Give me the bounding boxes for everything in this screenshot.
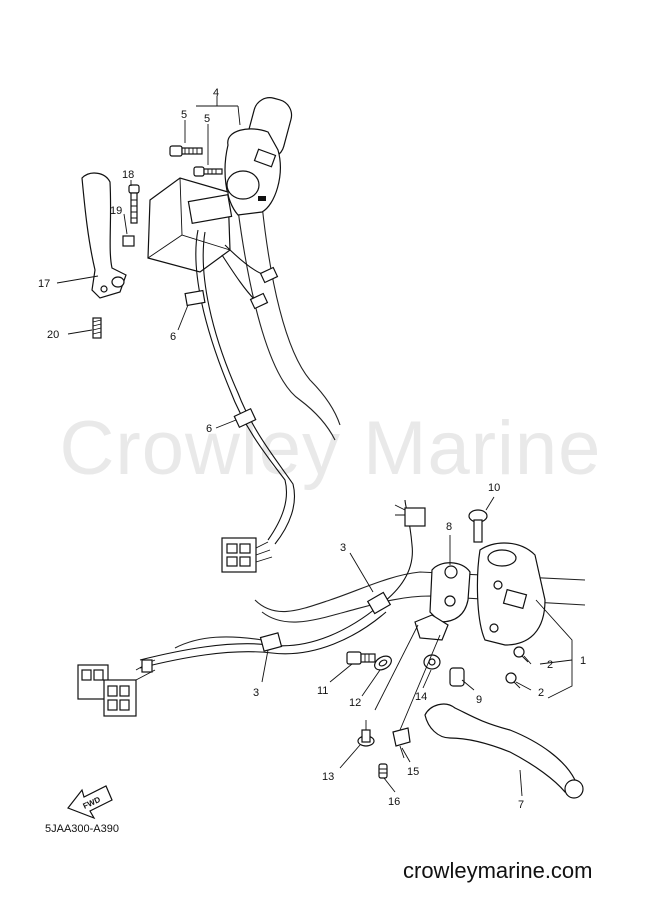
callout-7: 7 — [518, 799, 524, 811]
front-brake-lever — [424, 703, 584, 799]
bolt-11 — [346, 651, 376, 665]
screw-16 — [378, 763, 388, 779]
diagram-code: 5JAA300-A390 — [45, 823, 119, 835]
callout-10: 10 — [488, 482, 500, 494]
upper-harness-connector — [221, 537, 273, 573]
screw-5a — [169, 145, 203, 157]
screw-2a — [513, 646, 529, 663]
lever-bracket — [414, 562, 471, 641]
washer-12 — [374, 655, 392, 671]
right-switch-housing — [224, 97, 293, 216]
spring-20 — [92, 317, 102, 339]
callout-labels: 4 5 5 18 19 17 20 6 6 10 8 3 1 2 2 3 11 … — [38, 87, 586, 811]
leader-lines — [56, 96, 573, 797]
callout-6a: 6 — [170, 331, 176, 343]
switch-15 — [392, 727, 411, 759]
upper-connector-box — [147, 177, 233, 273]
callout-5b: 5 — [204, 113, 210, 125]
callout-14: 14 — [415, 691, 427, 703]
callout-11: 11 — [317, 685, 328, 697]
bolt-18 — [128, 184, 140, 224]
callout-8: 8 — [446, 521, 452, 533]
bolt-13 — [357, 720, 375, 747]
callout-4: 4 — [213, 87, 219, 99]
callout-12: 12 — [349, 697, 361, 709]
screw-2b — [505, 672, 521, 689]
callout-13: 13 — [322, 771, 334, 783]
callout-17: 17 — [38, 278, 50, 290]
left-switch-housing — [476, 542, 546, 646]
callout-5a: 5 — [181, 109, 187, 121]
callout-18: 18 — [122, 169, 134, 181]
callout-20: 20 — [47, 329, 59, 341]
collar-9 — [449, 667, 465, 687]
callout-3b: 3 — [253, 687, 259, 699]
callout-2b: 2 — [538, 687, 544, 699]
callout-1: 1 — [580, 655, 586, 667]
callout-2a: 2 — [547, 659, 553, 671]
callout-9: 9 — [476, 694, 482, 706]
left-harness-connectors — [77, 659, 156, 717]
nut-19 — [122, 235, 135, 247]
watermark: Crowley Marine — [59, 406, 602, 491]
handlebar-upper — [237, 204, 341, 441]
callout-19: 19 — [110, 205, 122, 217]
screw-5b — [193, 166, 223, 177]
left-harness — [139, 499, 426, 669]
nut-14 — [423, 654, 441, 670]
upper-harness — [184, 229, 296, 545]
callout-16: 16 — [388, 796, 400, 808]
handlebar-lower — [174, 571, 586, 649]
bolt-10 — [468, 509, 488, 543]
callout-6b: 6 — [206, 423, 212, 435]
callout-3a: 3 — [340, 542, 346, 554]
upper-wire-plugs — [221, 244, 279, 310]
callout-15: 15 — [407, 766, 419, 778]
clutch-lever — [81, 172, 127, 299]
site-url[interactable]: crowleymarine.com — [403, 858, 593, 883]
fwd-arrow: FWD — [67, 785, 113, 820]
